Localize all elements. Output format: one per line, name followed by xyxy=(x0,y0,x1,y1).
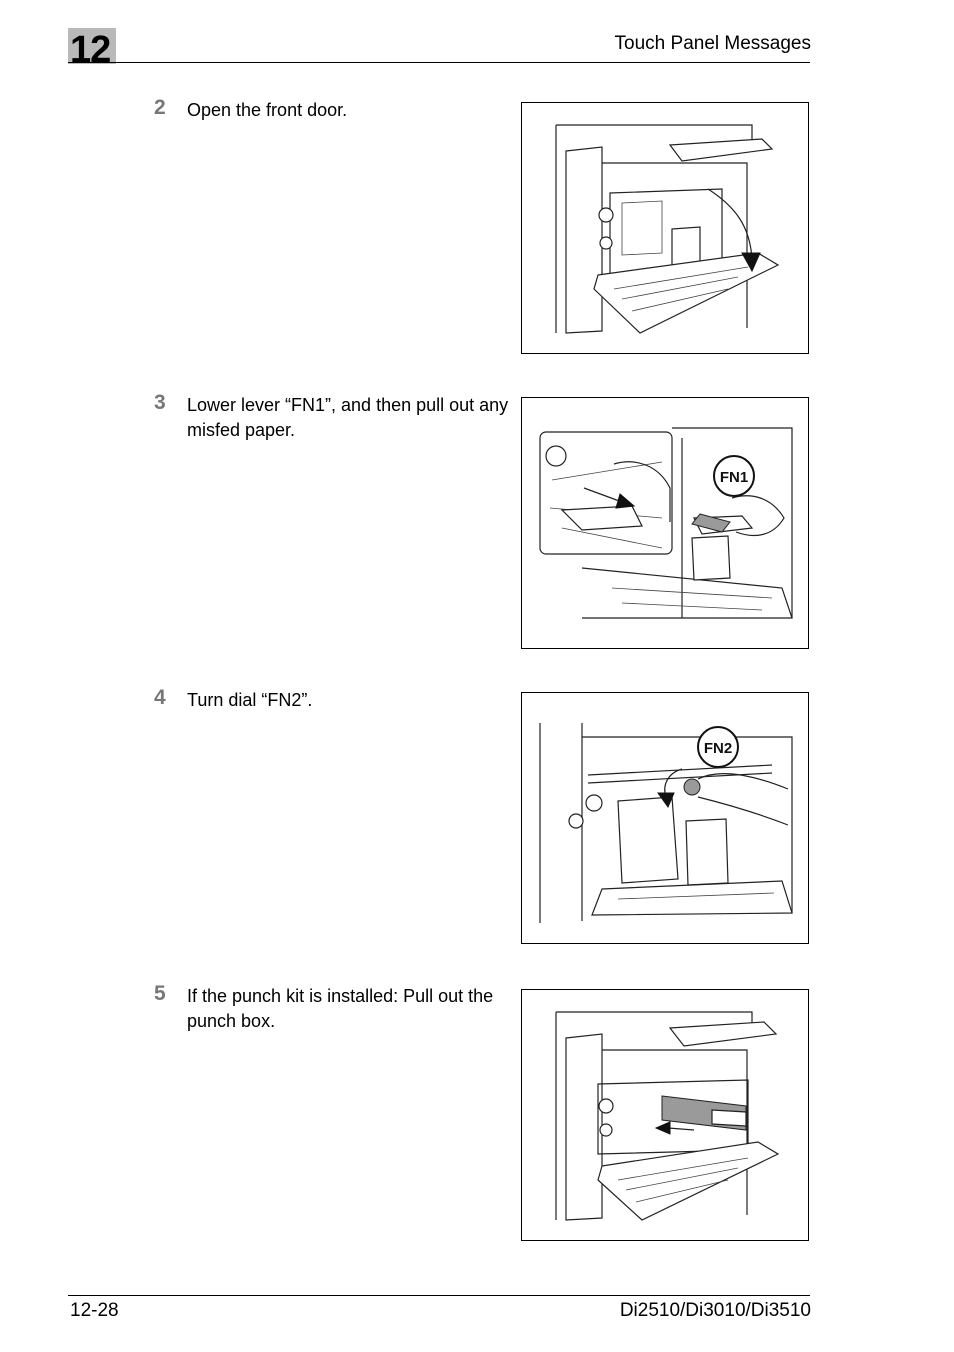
step-text: Lower lever “FN1”, and then pull out any… xyxy=(187,395,509,440)
step-number: 4 xyxy=(154,686,166,709)
turn-dial-drawing: FN2 xyxy=(539,723,793,923)
fn1-label: FN1 xyxy=(720,469,748,486)
model-name: Di2510/Di3010/Di3510 xyxy=(619,1300,811,1321)
lower-lever-drawing: FN1 xyxy=(539,427,793,619)
page-number: 12-28 xyxy=(70,1300,119,1321)
step-number: 2 xyxy=(154,96,166,119)
footer-rule xyxy=(68,1295,810,1296)
chapter-badge xyxy=(68,28,116,64)
open-front-door-drawing xyxy=(555,124,780,334)
page-header-title: Touch Panel Messages xyxy=(614,33,811,54)
illustration-turn-dial-fn2: FN2 xyxy=(521,692,809,944)
illustration-lower-lever-fn1: FN1 xyxy=(521,397,809,649)
step-number: 5 xyxy=(154,982,166,1005)
step-text: Turn dial “FN2”. xyxy=(187,690,313,710)
chapter-number: 12 xyxy=(70,29,111,71)
step-text: If the punch kit is installed: Pull out … xyxy=(187,986,494,1031)
header-rule xyxy=(68,62,810,63)
illustration-open-front-door xyxy=(521,102,809,354)
step-text: Open the front door. xyxy=(187,100,348,120)
step-number: 3 xyxy=(154,391,166,414)
illustration-pull-out-punch-box xyxy=(521,989,809,1241)
fn2-label: FN2 xyxy=(704,740,732,757)
punch-box-drawing xyxy=(555,1011,780,1221)
